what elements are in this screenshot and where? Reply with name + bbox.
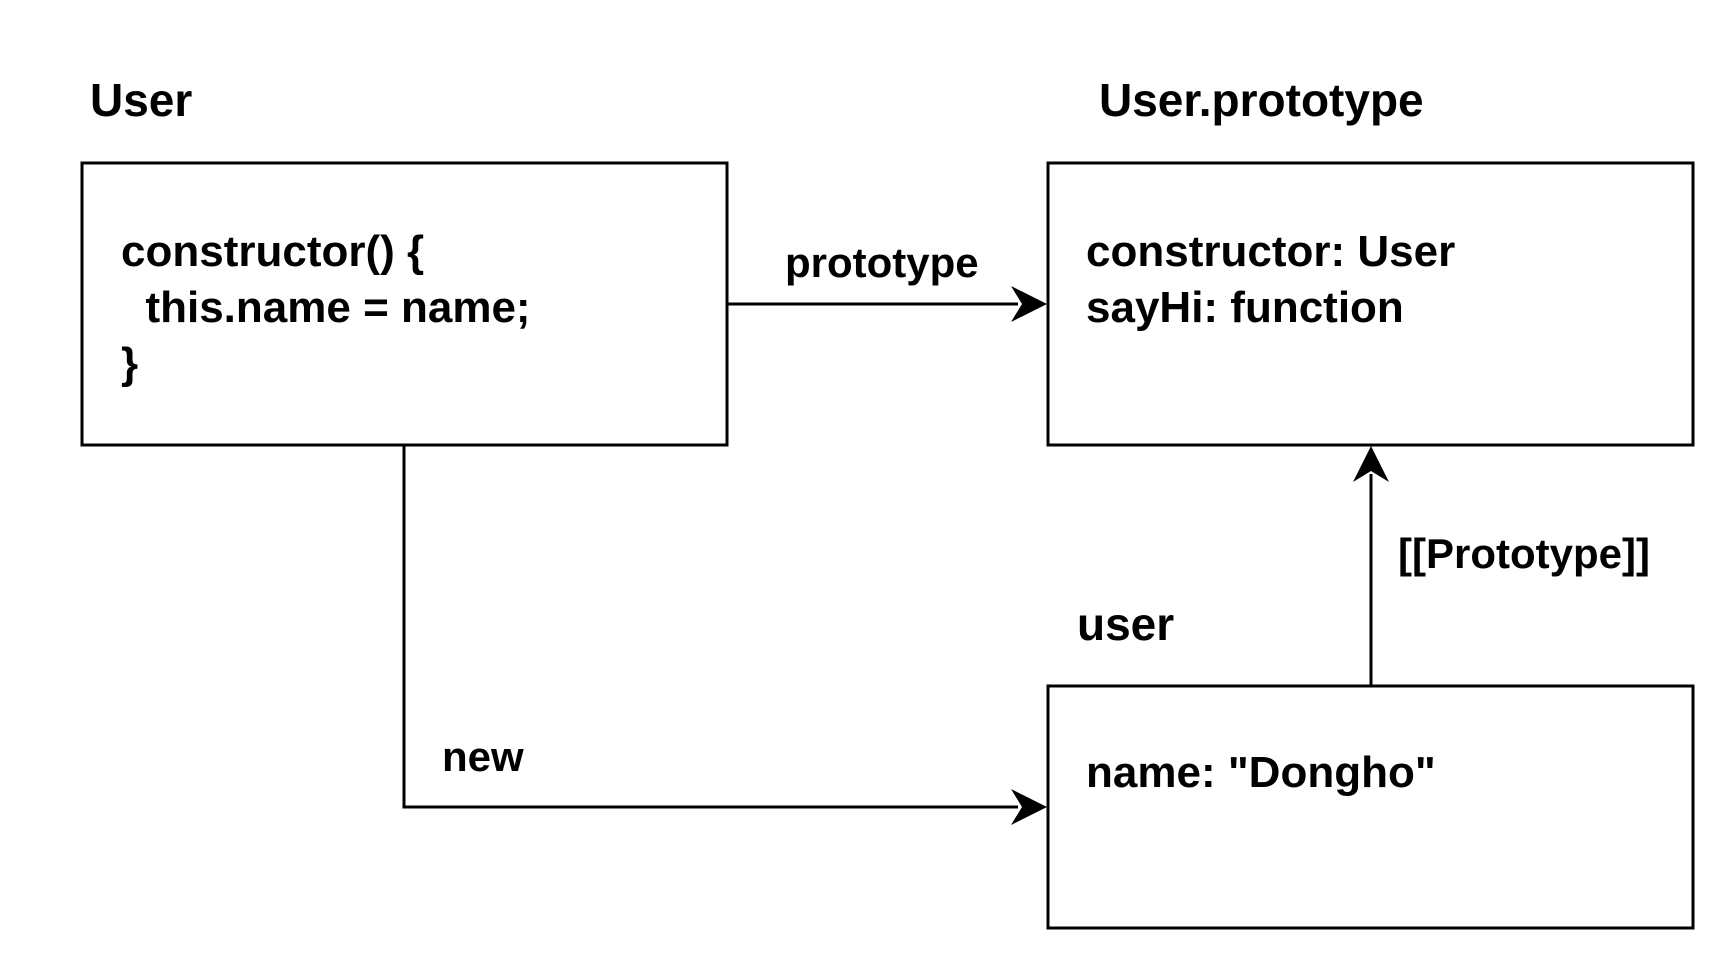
edge-prototype: prototype: [727, 239, 1047, 322]
node-user-prototype: User.prototype constructor: User sayHi: …: [1046, 74, 1695, 447]
edge-proto-link: [[Prototype]]: [1353, 446, 1650, 686]
prototype-property-constructor: constructor: User: [1086, 227, 1455, 276]
node-user-instance: user name: "Dongho": [1046, 598, 1695, 930]
node-title-user-prototype: User.prototype: [1099, 74, 1424, 126]
user-constructor-line-1: constructor() {: [121, 227, 424, 276]
arrowhead-icon: [1011, 789, 1047, 825]
edge-label-proto-link: [[Prototype]]: [1398, 530, 1650, 577]
node-title-user-instance: user: [1077, 598, 1174, 650]
node-box-user-prototype: [1046, 161, 1695, 447]
arrowhead-icon: [1353, 446, 1389, 482]
prototype-property-sayhi: sayHi: function: [1086, 283, 1404, 332]
edge-label-new: new: [442, 733, 524, 780]
node-title-user: User: [90, 74, 192, 126]
node-box-user: [80, 161, 729, 447]
node-user-class: User constructor() { this.name = name; }: [80, 74, 729, 447]
edge-new-line: [402, 445, 1018, 809]
edge-new: new: [402, 445, 1047, 825]
instance-property-name: name: "Dongho": [1086, 748, 1436, 797]
node-box-user-instance: [1046, 684, 1695, 930]
edge-label-prototype: prototype: [785, 239, 979, 286]
user-constructor-line-3: }: [121, 339, 138, 388]
arrowhead-icon: [1011, 286, 1047, 322]
user-constructor-line-2: this.name = name;: [121, 283, 531, 332]
